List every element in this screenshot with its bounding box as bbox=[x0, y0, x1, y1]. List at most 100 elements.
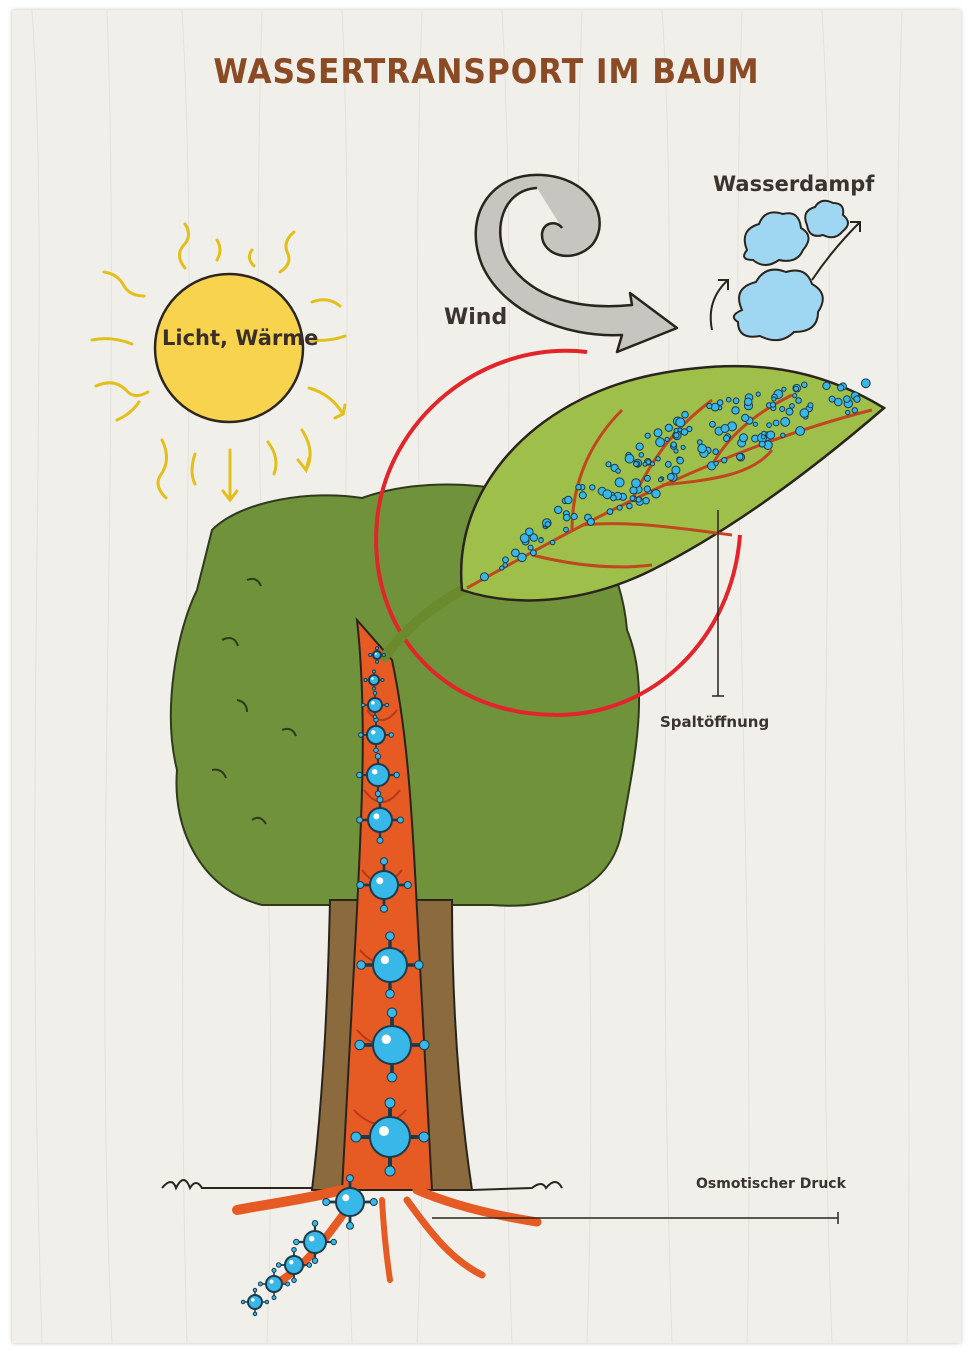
leaf-droplet bbox=[744, 398, 752, 406]
leaf-droplet bbox=[674, 428, 678, 432]
leaf-droplet bbox=[796, 427, 805, 436]
leaf-droplet bbox=[721, 425, 729, 433]
leaf-droplet bbox=[835, 398, 843, 406]
leaf-droplet bbox=[793, 394, 797, 398]
leaf-droplet bbox=[634, 462, 639, 467]
leaf-droplet bbox=[503, 557, 509, 563]
leaf-droplet bbox=[587, 518, 594, 525]
leaf-droplet bbox=[565, 496, 572, 503]
leaf-droplet bbox=[698, 444, 707, 453]
leaf-droplet bbox=[627, 503, 633, 509]
leaf-droplet bbox=[732, 407, 739, 414]
leaf-droplet bbox=[742, 414, 749, 421]
leaf-droplet bbox=[808, 403, 813, 408]
leaf-droplet bbox=[639, 453, 644, 458]
leaf-droplet bbox=[674, 433, 679, 438]
leaf-droplet bbox=[844, 396, 851, 403]
leaf-droplet bbox=[659, 478, 663, 482]
leaf-droplet bbox=[733, 398, 739, 404]
leaf-droplet bbox=[644, 486, 650, 492]
leaf-droplet bbox=[615, 478, 624, 487]
leaf-droplet bbox=[636, 443, 643, 450]
leaf-droplet bbox=[550, 540, 555, 545]
leaf-droplet bbox=[713, 449, 719, 455]
leaf-droplet bbox=[526, 528, 534, 536]
leaf-droplet bbox=[480, 573, 488, 581]
leaf-droplet bbox=[761, 435, 765, 439]
leaf-droplet bbox=[794, 386, 799, 391]
leaf-droplet bbox=[773, 420, 779, 426]
leaf-droplet bbox=[852, 408, 857, 413]
leaf-droplet bbox=[846, 410, 850, 414]
leaf-droplet bbox=[767, 431, 775, 439]
leaf-droplet bbox=[563, 514, 570, 521]
leaf-droplet bbox=[645, 433, 650, 438]
leaf-droplet bbox=[823, 382, 830, 389]
leaf-droplet bbox=[644, 475, 650, 481]
leaf-droplet bbox=[723, 435, 729, 441]
leaf-droplet bbox=[632, 479, 641, 488]
leaf-droplet bbox=[753, 422, 757, 426]
leaf-droplet bbox=[681, 445, 685, 449]
leaf-droplet bbox=[671, 442, 676, 447]
leaf-droplet bbox=[756, 392, 760, 396]
vapor-cloud-icon bbox=[734, 201, 848, 340]
leaf-droplet bbox=[625, 454, 634, 463]
leaf-droplet bbox=[687, 426, 692, 431]
leaf-droplet bbox=[796, 398, 802, 404]
leaf-droplet bbox=[770, 402, 775, 407]
leaf-droplet bbox=[707, 403, 712, 408]
leaf-droplet bbox=[512, 549, 520, 557]
leaf-droplet bbox=[676, 418, 685, 427]
page-title: WASSERTRANSPORT IM BAUM bbox=[50, 52, 923, 92]
leaf-droplet bbox=[737, 453, 744, 460]
stoma-label: Spaltöffnung bbox=[660, 713, 769, 731]
vapor-label: Wasserdampf bbox=[713, 172, 874, 196]
leaf-droplet bbox=[854, 396, 860, 402]
leaf-droplet bbox=[616, 469, 621, 474]
leaf-droplet bbox=[790, 404, 795, 409]
leaf-droplet bbox=[782, 387, 786, 391]
leaf-droplet bbox=[652, 490, 660, 498]
wind-label: Wind bbox=[444, 305, 507, 330]
leaf-droplet bbox=[714, 461, 718, 465]
leaf-droplet bbox=[643, 498, 649, 504]
leaf-droplet bbox=[710, 421, 716, 427]
leaf-droplet bbox=[665, 437, 669, 441]
leaf-droplet bbox=[590, 485, 595, 490]
leaf-droplet bbox=[656, 438, 665, 447]
leaf-droplet bbox=[555, 506, 562, 513]
leaf-droplet bbox=[539, 538, 544, 543]
leaf-droplet bbox=[802, 382, 808, 388]
leaf-droplet bbox=[579, 492, 586, 499]
leaf-droplet bbox=[781, 418, 790, 427]
leaf-droplet bbox=[617, 505, 622, 510]
leaf-droplet bbox=[665, 424, 672, 431]
leaf-droplet bbox=[722, 458, 727, 463]
leaf-droplet bbox=[564, 527, 569, 532]
osmotic-pressure-label: Osmotischer Druck bbox=[696, 1175, 828, 1193]
leaf-droplet bbox=[780, 407, 785, 412]
root-icon bbox=[237, 1190, 537, 1280]
leaf-droplet bbox=[656, 457, 660, 461]
leaf-droplet bbox=[607, 509, 613, 515]
leaf-droplet bbox=[759, 441, 765, 447]
leaf-droplet bbox=[643, 462, 647, 466]
leaf-droplet bbox=[740, 434, 748, 442]
sun-label: Licht, Wärme bbox=[162, 326, 296, 350]
leaf-droplet bbox=[571, 513, 577, 519]
leaf-droplet bbox=[531, 550, 537, 556]
leaf-droplet bbox=[528, 545, 533, 550]
leaf-droplet bbox=[682, 411, 689, 418]
leaf-droplet bbox=[665, 461, 671, 467]
leaf-droplet bbox=[630, 496, 635, 501]
leaf-droplet bbox=[781, 433, 785, 437]
leaf-droplet bbox=[711, 403, 719, 411]
leaf-droplet bbox=[603, 490, 612, 499]
leaf-droplet bbox=[838, 385, 844, 391]
leaf-droplet bbox=[672, 466, 680, 474]
leaf-droplet bbox=[800, 409, 809, 418]
leaf-droplet bbox=[636, 497, 641, 502]
leaf-droplet bbox=[677, 457, 684, 464]
water-molecule-icon bbox=[241, 1288, 268, 1315]
